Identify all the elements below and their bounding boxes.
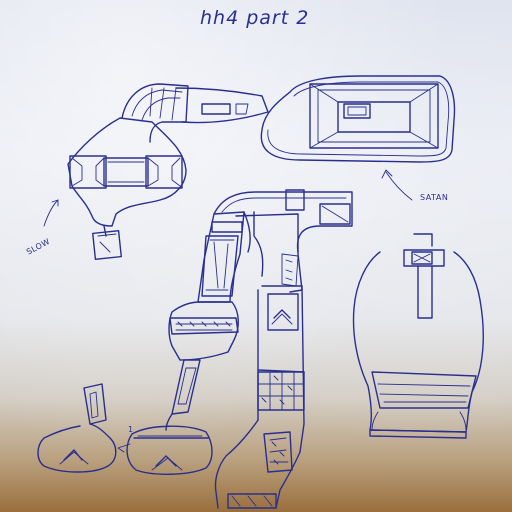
bulb-room <box>38 384 116 472</box>
slow-room <box>68 118 186 226</box>
slow-label: SLOW <box>25 237 52 257</box>
slow-room-annex <box>93 226 122 259</box>
right-chamber <box>354 234 484 438</box>
diamond-room <box>169 302 238 360</box>
lower-left-connector <box>166 360 200 430</box>
curved-pipe <box>122 84 188 142</box>
satan-annotation: SATAN <box>382 170 448 202</box>
round-room-1: 1 <box>118 425 212 474</box>
middle-corridor <box>236 212 302 292</box>
page-title: hh4 part 2 <box>200 7 309 29</box>
right-tower <box>258 286 304 452</box>
left-corridor <box>198 212 250 302</box>
satan-label: SATAN <box>420 193 448 202</box>
bottom-corridor <box>215 420 300 508</box>
marker-1-label: 1 <box>128 425 134 434</box>
top-corridor <box>176 88 268 123</box>
central-corridor <box>214 190 352 252</box>
satan-room <box>261 76 454 162</box>
slow-annotation: SLOW <box>25 200 58 257</box>
